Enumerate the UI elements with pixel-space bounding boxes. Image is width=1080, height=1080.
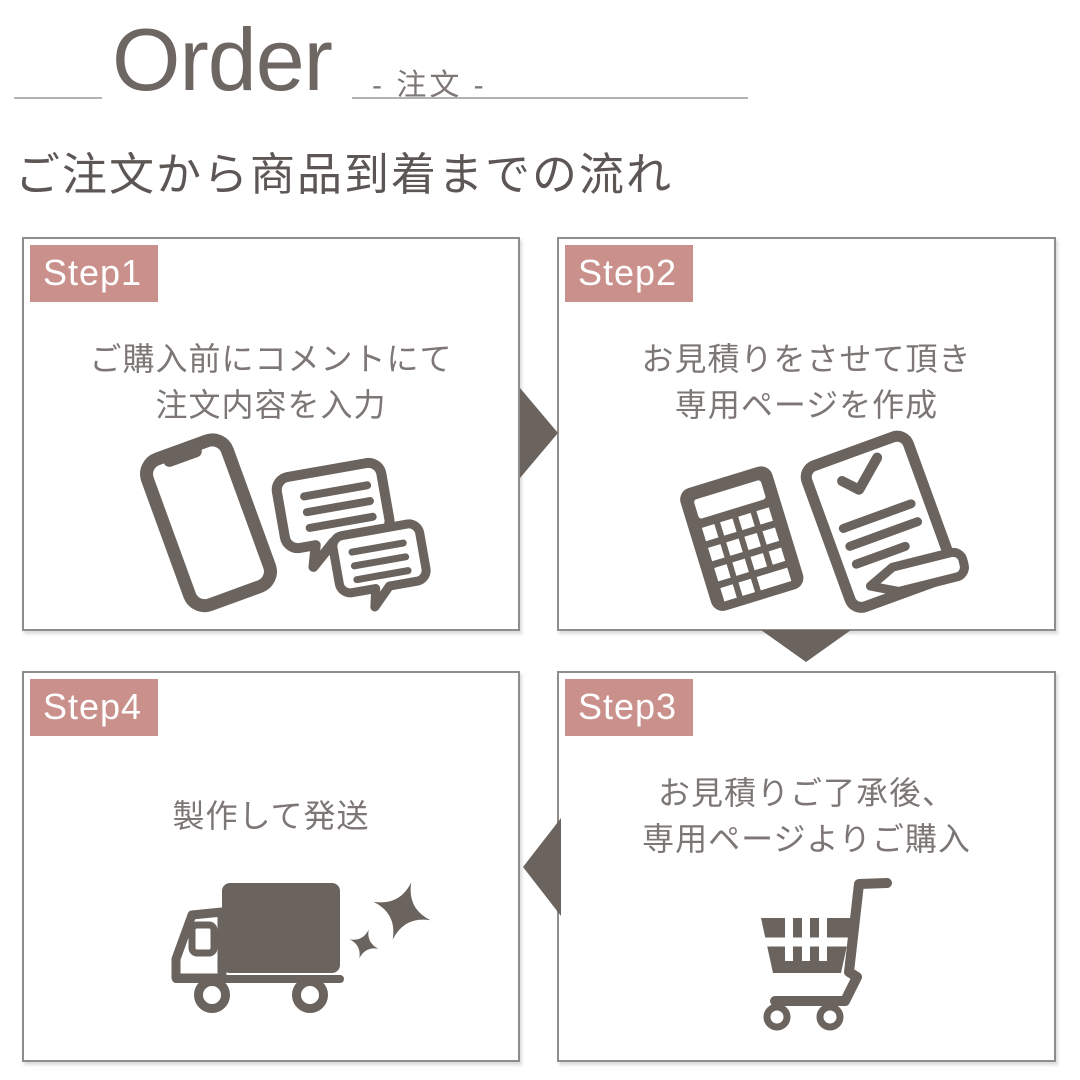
step3-card: Step3 お見積りご了承後、 専用ページよりご購入 bbox=[557, 671, 1056, 1062]
arrow-step1-to-step2 bbox=[520, 388, 558, 478]
page-subtitle-jp: - 注文 - bbox=[372, 69, 487, 102]
delivery-truck-icon bbox=[150, 865, 450, 1030]
step4-card: Step4 製作して発送 bbox=[22, 671, 520, 1062]
step4-line1: 製作して発送 bbox=[172, 798, 370, 834]
step1-badge: Step1 bbox=[30, 245, 158, 302]
step3-badge: Step3 bbox=[565, 679, 693, 736]
step1-card: Step1 ご購入前にコメントにて 注文内容を入力 bbox=[22, 237, 520, 631]
step4-badge: Step4 bbox=[30, 679, 158, 736]
step2-badge: Step2 bbox=[565, 245, 693, 302]
header-rule-left bbox=[14, 97, 102, 99]
calculator-icon bbox=[680, 466, 804, 611]
smartphone-chat-icon bbox=[132, 421, 432, 631]
header-rule-right bbox=[352, 97, 748, 99]
step2-card: Step2 お見積りをさせて頂き 専用ページを作成 bbox=[557, 237, 1056, 631]
step2-line1: お見積りをさせて頂き bbox=[641, 341, 972, 377]
flow-heading: ご注文から商品到着までの流れ bbox=[15, 149, 674, 200]
step4-description: 製作して発送 bbox=[24, 761, 518, 871]
chat-bubble-small-icon bbox=[328, 519, 431, 612]
arrow-step3-to-step4 bbox=[523, 818, 561, 916]
page-title: Order bbox=[112, 10, 333, 109]
calculator-document-icon bbox=[654, 419, 984, 634]
step3-description: お見積りご了承後、 専用ページよりご購入 bbox=[559, 761, 1054, 871]
pen-icon bbox=[865, 547, 969, 596]
step1-description: ご購入前にコメントにて 注文内容を入力 bbox=[24, 327, 518, 437]
arrow-step2-to-step3 bbox=[761, 630, 851, 662]
step2-line2: 専用ページを作成 bbox=[674, 387, 939, 423]
step3-line1: お見積りご了承後、 bbox=[657, 775, 955, 811]
step2-description: お見積りをさせて頂き 専用ページを作成 bbox=[559, 327, 1054, 437]
step1-line1: ご購入前にコメントにて bbox=[89, 341, 453, 377]
chat-bubble-large-icon bbox=[271, 457, 395, 572]
smartphone-icon bbox=[140, 433, 277, 613]
step3-line2: 専用ページよりご購入 bbox=[642, 821, 971, 857]
step1-line2: 注文内容を入力 bbox=[155, 387, 387, 423]
truck-icon bbox=[171, 883, 344, 1013]
sparkle-icons bbox=[349, 882, 431, 959]
shopping-cart-icon bbox=[753, 871, 923, 1046]
